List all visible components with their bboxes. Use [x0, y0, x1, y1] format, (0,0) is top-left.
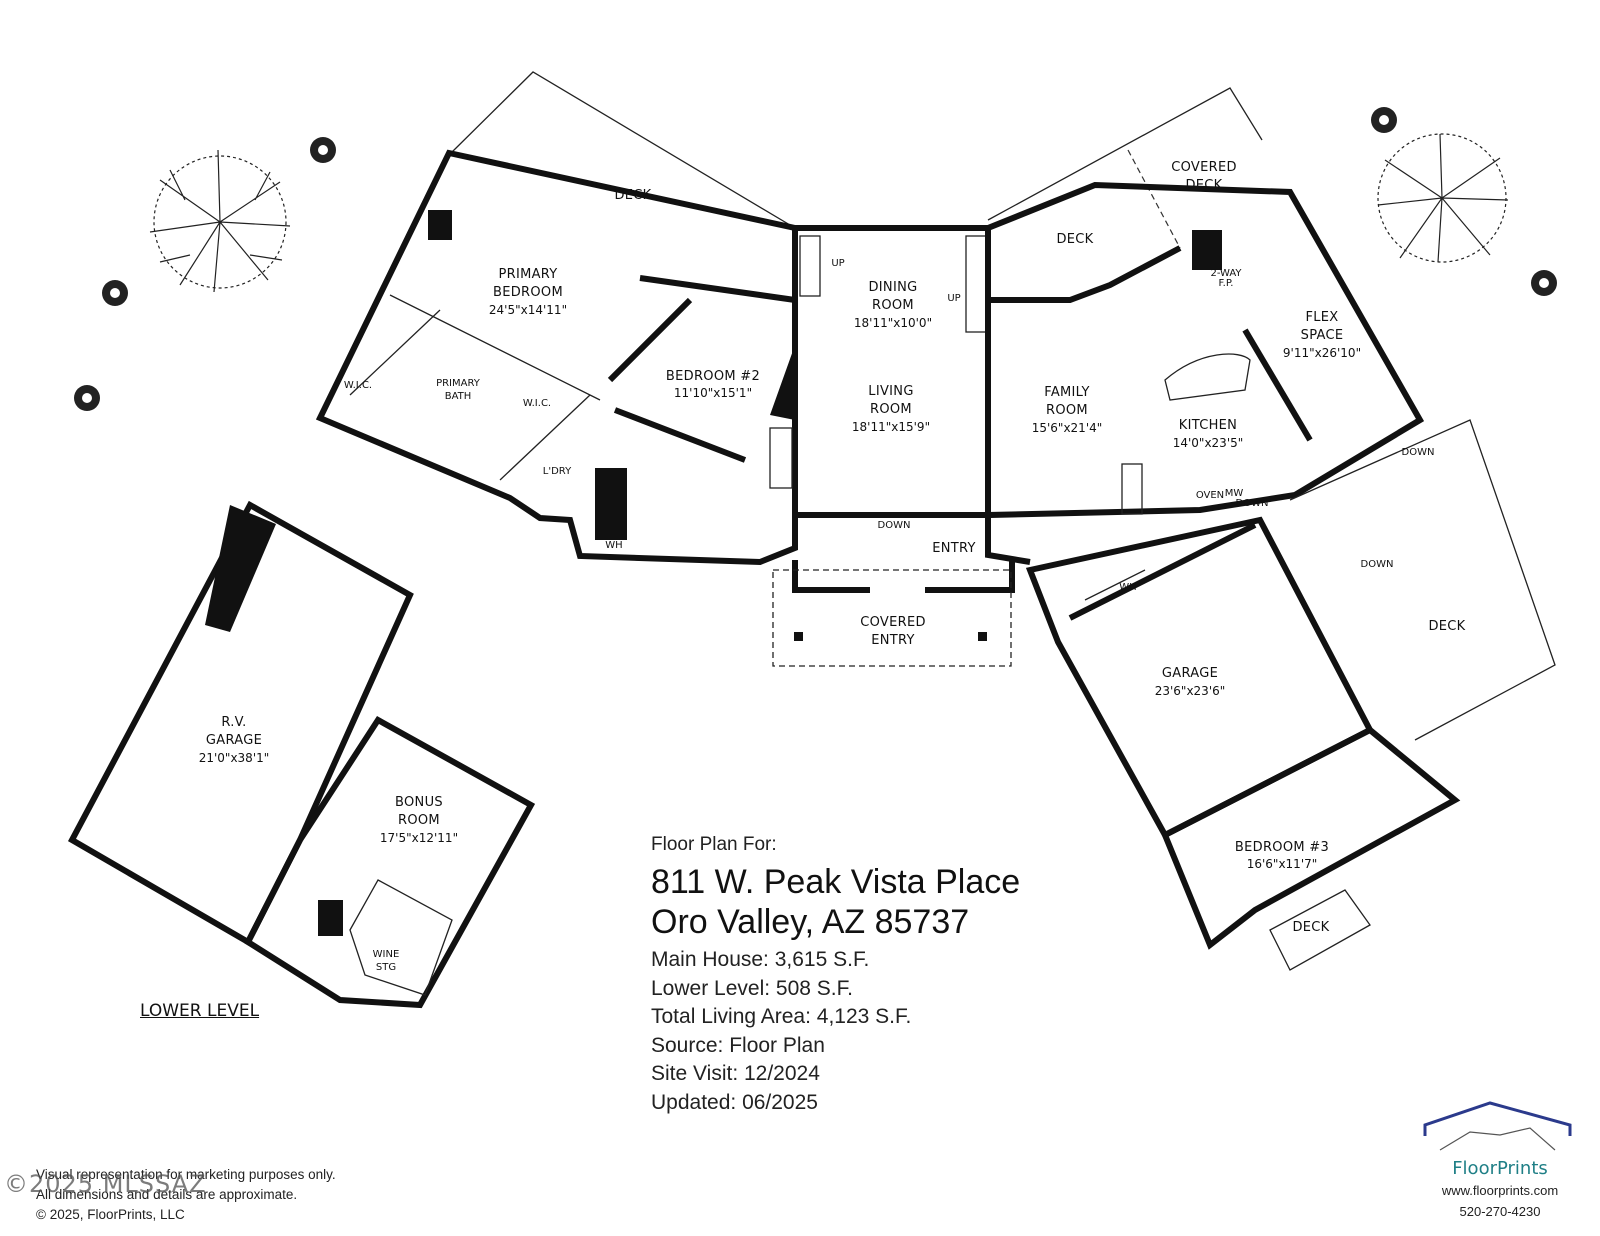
rv-garage-dim: 21'0"x38'1"	[199, 751, 270, 765]
disclaimer-line-2: All dimensions and details are approxima…	[36, 1187, 298, 1202]
family-room-label: FAMILY	[1044, 385, 1090, 400]
stairs-down-flex-label: DOWN	[1402, 447, 1435, 458]
oven-label: OVEN	[1196, 490, 1224, 501]
bonus-room-label-2: ROOM	[398, 813, 440, 828]
water-heater-label: WH	[605, 540, 622, 551]
family-room-label-2: ROOM	[1046, 403, 1088, 418]
stairs-up-label: UP	[831, 258, 844, 269]
deck-top-label: DECK	[614, 188, 651, 203]
stairs-down-kitchen-label: DOWN	[1236, 498, 1269, 509]
kitchen-label: KITCHEN	[1179, 418, 1237, 433]
wic-right-label: W.I.C.	[523, 398, 551, 409]
living-room-dim: 18'11"x15'9"	[852, 420, 930, 434]
flex-space-label: FLEX	[1305, 310, 1338, 325]
stairs-up-label-2: UP	[947, 293, 960, 304]
wine-storage-label-2: STG	[376, 962, 396, 973]
mls-watermark: ©2025 MLSSAZ	[4, 1170, 207, 1198]
main-house-area: Main House: 3,615 S.F.	[651, 948, 870, 971]
bedroom3-walls	[1161, 419, 1556, 971]
bedroom2-label: BEDROOM #2	[666, 369, 760, 384]
lower-level-area: Lower Level: 508 S.F.	[651, 976, 853, 1000]
covered-entry-label-2: ENTRY	[871, 633, 915, 648]
floorprints-logo-icon	[1423, 1101, 1572, 1151]
fireplace-label-2: F.P.	[1219, 278, 1234, 289]
kitchen-dim: 14'0"x23'5"	[1173, 436, 1244, 450]
tree-icon	[1377, 133, 1509, 263]
primary-bedroom-label-2: BEDROOM	[493, 285, 563, 300]
primary-bedroom-label: PRIMARY	[498, 267, 557, 282]
deck-bottom-label: DECK	[1292, 920, 1329, 935]
left-wing-walls	[315, 71, 798, 566]
rv-garage-label: R.V.	[221, 715, 246, 730]
updated: Updated: 06/2025	[651, 1090, 818, 1114]
living-room-label: LIVING	[868, 384, 913, 399]
site-visit: Site Visit: 12/2024	[651, 1062, 820, 1085]
lower-level-title: LOWER LEVEL	[140, 1001, 260, 1021]
copyright: © 2025, FloorPrints, LLC	[36, 1207, 185, 1222]
stairs-down-deck-label: DOWN	[1361, 559, 1394, 570]
address-line-2: Oro Valley, AZ 85737	[651, 903, 970, 941]
flex-space-label-2: SPACE	[1301, 328, 1344, 343]
brand-url: www.floorprints.com	[1441, 1183, 1559, 1198]
entry-label: ENTRY	[932, 541, 976, 556]
deck-right-label: DECK	[1428, 619, 1465, 634]
bonus-room-label: BONUS	[395, 795, 443, 810]
dining-room-label: DINING	[868, 280, 917, 295]
room-labels: DECK PRIMARY BEDROOM 24'5"x14'11" W.I.C.…	[199, 160, 1466, 973]
lower-level-walls	[67, 500, 536, 1009]
dining-room-label-2: ROOM	[872, 298, 914, 313]
garage-label: GARAGE	[1162, 666, 1218, 681]
deck-mid-label: DECK	[1056, 232, 1093, 247]
wic-left-label: W.I.C.	[344, 380, 372, 391]
laundry-label: L'DRY	[543, 466, 572, 477]
rv-garage-label-2: GARAGE	[206, 733, 262, 748]
garage-dim: 23'6"x23'6"	[1155, 684, 1226, 698]
fireplace-label: 2-WAY	[1210, 268, 1242, 279]
primary-bath-label: PRIMARY	[436, 378, 481, 389]
stairs-down-label: DOWN	[878, 520, 911, 531]
microwave-label: MW	[1225, 488, 1244, 499]
tree-icon	[149, 149, 291, 293]
disclaimer-line-1: Visual representation for marketing purp…	[36, 1167, 336, 1182]
address-line-1: 811 W. Peak Vista Place	[651, 863, 1021, 901]
flex-space-dim: 9'11"x26'10"	[1283, 346, 1361, 360]
bonus-room-dim: 17'5"x12'11"	[380, 831, 458, 845]
brand-phone: 520-270-4230	[1459, 1204, 1541, 1219]
disclaimer: Visual representation for marketing purp…	[36, 1165, 336, 1225]
primary-bedroom-dim: 24'5"x14'11"	[489, 303, 567, 317]
total-living-area: Total Living Area: 4,123 S.F.	[651, 1005, 912, 1028]
source: Source: Floor Plan	[651, 1033, 825, 1057]
living-room-label-2: ROOM	[870, 402, 912, 417]
floor-plan-for: Floor Plan For:	[651, 834, 777, 855]
right-wing-walls	[985, 87, 1425, 519]
water-heater-2-label: WH	[1119, 582, 1136, 593]
floorprints-brand: FloorPrints www.floorprints.com 520-270-…	[1415, 1118, 1585, 1219]
wine-storage-label: WINE	[373, 949, 400, 960]
covered-entry-label: COVERED	[860, 615, 926, 630]
bedroom3-label: BEDROOM #3	[1235, 840, 1329, 855]
bedroom3-dim: 16'6"x11'7"	[1247, 857, 1318, 871]
covered-deck-label: COVERED	[1171, 160, 1237, 175]
dining-room-dim: 18'11"x10'0"	[854, 316, 932, 330]
family-room-dim: 15'6"x21'4"	[1032, 421, 1103, 435]
covered-deck-label-2: DECK	[1185, 178, 1222, 193]
shrub-icon	[74, 107, 1557, 411]
plan-info: Floor Plan For: 811 W. Peak Vista Place …	[651, 834, 1171, 1117]
brand-name: FloorPrints	[1452, 1158, 1548, 1179]
primary-bath-label-2: BATH	[445, 391, 472, 402]
bedroom2-dim: 11'10"x15'1"	[674, 386, 752, 400]
